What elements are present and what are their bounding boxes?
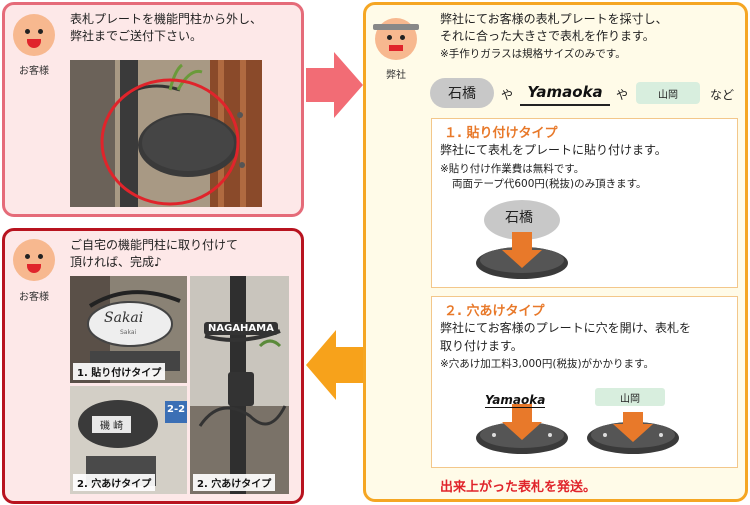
type2-plate-name1: Yamaoka — [485, 393, 546, 408]
step1-text-line2: 弊社までご送付下さい。 — [70, 29, 203, 43]
type2-title: ２. 穴あけタイプ — [444, 304, 545, 319]
gate-post-photo — [70, 60, 262, 207]
type2-note1: ※穴あけ加工料3,000円(税抜)がかかります。 — [440, 358, 654, 370]
type1-note2: 両面テープ代600円(税抜)のみ頂きます。 — [452, 178, 647, 190]
step2-intro-line2: それに合った大きさで表札を作ります。 — [440, 29, 655, 43]
type2-illustration-glass — [587, 412, 679, 454]
customer-face-icon — [13, 239, 55, 281]
step3-text-line1: ご自宅の機能門柱に取り付けて — [70, 238, 239, 252]
company-staff-face-icon — [373, 18, 419, 60]
customer-label: お客様 — [19, 292, 49, 303]
photo1-sign-text: Sakai — [104, 310, 144, 326]
photo-stick-type: Sakai Sakai 1. 貼り付けタイプ — [70, 276, 187, 383]
type1-illustration — [476, 200, 568, 279]
type2-plate-glass: 山岡 — [595, 388, 665, 406]
example-letter-nameplate: Yamaoka — [520, 80, 610, 106]
type2-description-line2: 取り付けます。 — [440, 339, 523, 353]
example-name1: 石橋 — [448, 86, 476, 102]
type1-title: １. 貼り付けタイプ — [444, 126, 558, 141]
type1-note1: ※貼り付け作業費は無料です。 — [440, 163, 585, 175]
step2-intro-note: ※手作りガラスは規格サイズのみです。 — [440, 48, 626, 60]
photo-hole-type-isozaki: 磯 崎 2-2 2. 穴あけタイプ — [70, 386, 187, 494]
photo2-sign-text: NAGAHAMA — [204, 322, 278, 335]
photo3-sign-text: 磯 崎 — [92, 416, 132, 433]
company-label: 弊社 — [386, 70, 406, 81]
example-name2: Yamaoka — [527, 83, 603, 101]
example-glass-nameplate: 山岡 — [636, 82, 700, 104]
arrow-left-icon — [306, 330, 364, 400]
example-separator: や — [616, 88, 629, 102]
step3-text-line2: 頂ければ、完成♪ — [70, 255, 162, 269]
customer-label: お客様 — [19, 66, 49, 77]
type2-description-line1: 弊社にてお客様のプレートに穴を開け、表札を — [440, 321, 692, 335]
type1-description: 弊社にて表札をプレートに貼り付けます。 — [440, 143, 667, 157]
photo2-caption: 2. 穴あけタイプ — [193, 474, 276, 491]
type2-plate-name2: 山岡 — [620, 393, 640, 405]
step2-intro-line1: 弊社にてお客様の表札プレートを採寸し、 — [440, 12, 668, 26]
type2-illustration-letters — [476, 404, 568, 454]
example-suffix: など — [710, 88, 735, 102]
step2-footer: 出来上がった表札を発送。 — [440, 480, 597, 495]
customer-face-icon — [13, 14, 55, 56]
photo1-sign-subtext: Sakai — [120, 329, 137, 336]
photo3-caption: 2. 穴あけタイプ — [73, 474, 156, 491]
photo-hole-type-nagahama: NAGAHAMA 2. 穴あけタイプ — [190, 276, 289, 494]
arrow-right-icon — [306, 52, 363, 118]
example-name3: 山岡 — [658, 89, 678, 101]
example-stone-nameplate: 石橋 — [430, 78, 494, 108]
step1-text-line1: 表札プレートを機能門柱から外し、 — [70, 12, 263, 26]
photo1-caption: 1. 貼り付けタイプ — [73, 363, 166, 380]
type1-plate-name: 石橋 — [505, 210, 533, 226]
example-separator: や — [501, 88, 514, 102]
photo3-house-number: 2-2 — [167, 404, 186, 415]
